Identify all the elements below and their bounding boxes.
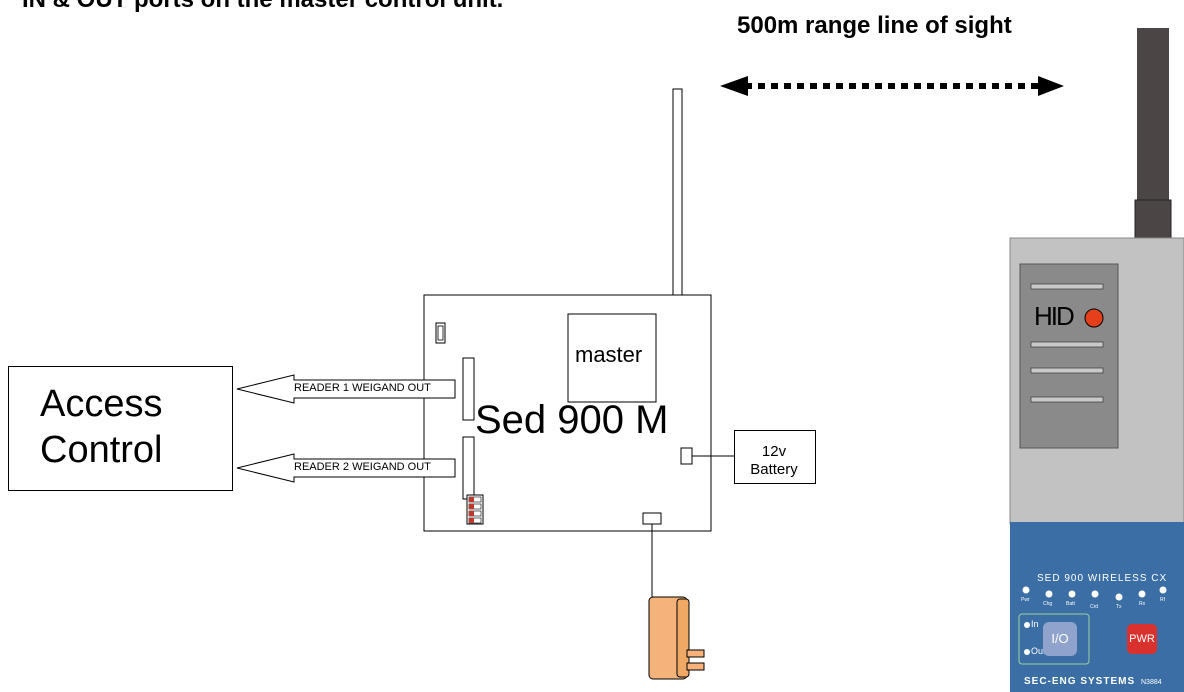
reader1-label: READER 1 WEIGAND OUT — [294, 382, 431, 394]
led-label-rx: Rx — [1139, 601, 1146, 607]
battery-line2: Battery — [750, 461, 798, 478]
master-chip — [567, 313, 657, 403]
led-label-tx: Tx — [1116, 604, 1122, 610]
battery-line1: 12v — [761, 443, 787, 460]
reader2-connector — [462, 436, 475, 500]
out-led — [1024, 649, 1030, 655]
handheld-antenna-base — [1134, 199, 1172, 241]
led-label-batt: Batt — [1066, 601, 1075, 607]
status-leds — [1022, 586, 1167, 601]
heading-text: IN & OUT ports on the master control uni… — [22, 0, 503, 14]
maker-label: SEC-ENG SYSTEMS — [1024, 676, 1136, 687]
controller-name: Sed 900 M — [475, 398, 669, 442]
reader2-label: READER 2 WEIGAND OUT — [294, 461, 431, 473]
range-arrow — [720, 76, 1064, 96]
battery-box — [734, 430, 816, 484]
panel-title: SED 900 WIRELESS CX — [1037, 573, 1168, 584]
reader1-connector — [462, 357, 475, 421]
in-label: In — [1031, 619, 1039, 629]
access-control-line1: Access — [40, 383, 163, 425]
controller-antenna — [672, 88, 683, 296]
board-component — [435, 322, 446, 344]
reader2-arrow — [236, 453, 456, 483]
hid-logo: HID — [1034, 301, 1075, 331]
battery-connector — [680, 447, 693, 465]
access-control-box — [8, 366, 233, 491]
power-connector — [642, 512, 662, 525]
reader1-arrow — [236, 374, 456, 404]
access-control-line2: Control — [40, 429, 163, 471]
battery-label: 12v Battery — [734, 443, 814, 479]
range-label: 500m range line of sight — [737, 12, 1012, 39]
card-reader-window — [1019, 263, 1119, 449]
out-label: Out — [1031, 646, 1046, 656]
io-group-border — [1018, 613, 1090, 665]
led-label-rf: Rf — [1160, 597, 1165, 603]
hid-logo-dot — [1084, 308, 1104, 328]
led-label-chg: Chg — [1043, 601, 1053, 607]
handheld-antenna — [1137, 28, 1169, 204]
in-led — [1024, 622, 1030, 628]
model-label: N3884 — [1141, 679, 1162, 686]
power-plug — [648, 596, 705, 680]
master-chip-label: master — [575, 342, 643, 367]
access-control-label: Access Control — [40, 381, 163, 473]
dip-switch — [466, 494, 484, 525]
power-button[interactable]: PWR — [1127, 624, 1157, 654]
led-label-crd: Crd — [1090, 604, 1099, 610]
io-button[interactable]: I/O — [1043, 622, 1077, 656]
handheld-device — [1009, 28, 1184, 692]
led-label-pwr: Pwr — [1021, 597, 1030, 603]
